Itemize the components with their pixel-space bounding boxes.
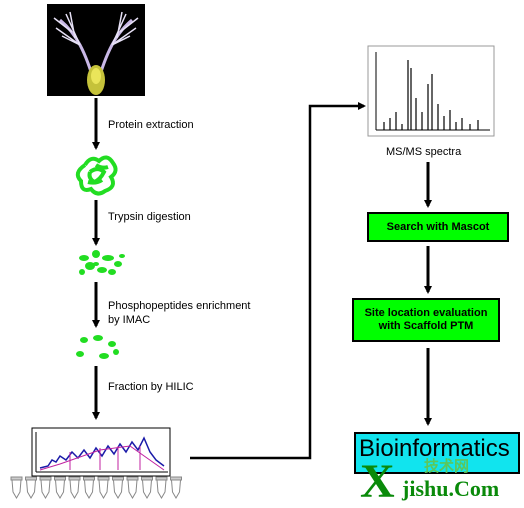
step-phospho-enrichment: Phosphopeptides enrichment xyxy=(108,300,251,312)
fraction-tube-cap xyxy=(141,476,153,481)
plant-photo xyxy=(47,4,145,96)
fraction-tube-cap xyxy=(68,476,81,481)
mascot-search-label: Search with Mascot xyxy=(386,220,490,233)
step-fraction-hilic: Fraction by HILIC xyxy=(108,381,194,393)
step-trypsin-digestion: Trypsin digestion xyxy=(108,211,191,223)
peptide-fragments xyxy=(79,250,125,275)
watermark-chinese: 技术网 xyxy=(424,458,470,475)
fraction-tube xyxy=(54,479,66,499)
fraction-tube-cap xyxy=(170,476,182,481)
ms-spectrum xyxy=(367,45,495,137)
fraction-tube xyxy=(141,479,153,499)
fraction-tube xyxy=(112,479,124,499)
hilic-chromatogram xyxy=(31,427,171,477)
protein-blob xyxy=(75,155,118,196)
fraction-tube-cap xyxy=(97,476,110,481)
bioinformatics-label: Bioinformatics xyxy=(359,435,510,462)
scaffold-line-1: Site location evaluation xyxy=(364,307,488,319)
fraction-tube xyxy=(69,479,80,499)
scaffold-line-2: with Scaffold PTM xyxy=(378,320,474,332)
fraction-tube xyxy=(83,479,95,499)
fraction-tube xyxy=(98,479,109,499)
fraction-tube xyxy=(25,479,37,499)
fraction-tube xyxy=(170,479,182,499)
fraction-tube-cap xyxy=(39,476,52,481)
scaffold-ptm-box: Site location evaluation with Scaffold P… xyxy=(352,298,500,342)
fraction-tube xyxy=(40,479,51,499)
fraction-tube-cap xyxy=(155,476,168,481)
connector-arrow xyxy=(190,102,366,460)
fraction-tube-cap xyxy=(54,476,66,481)
fraction-tube xyxy=(156,479,167,499)
spectra-label: MS/MS spectra xyxy=(386,146,462,158)
fraction-tube-cap xyxy=(10,476,23,481)
fraction-tubes xyxy=(10,476,182,499)
mascot-search-box: Search with Mascot xyxy=(367,212,509,242)
step-by-imac: by IMAC xyxy=(108,314,151,326)
step-protein-extraction: Protein extraction xyxy=(108,119,194,131)
fraction-tube-cap xyxy=(25,476,37,481)
watermark-x: X xyxy=(360,455,395,508)
enriched-peptides xyxy=(76,335,119,359)
fraction-tube xyxy=(127,479,138,499)
fraction-tube-cap xyxy=(126,476,139,481)
bioinformatics-box: Bioinformatics xyxy=(354,432,520,474)
fraction-tube-cap xyxy=(83,476,95,481)
watermark-text: jishu.Com xyxy=(402,476,500,501)
fraction-tube xyxy=(11,479,22,499)
fraction-tube-cap xyxy=(112,476,124,481)
